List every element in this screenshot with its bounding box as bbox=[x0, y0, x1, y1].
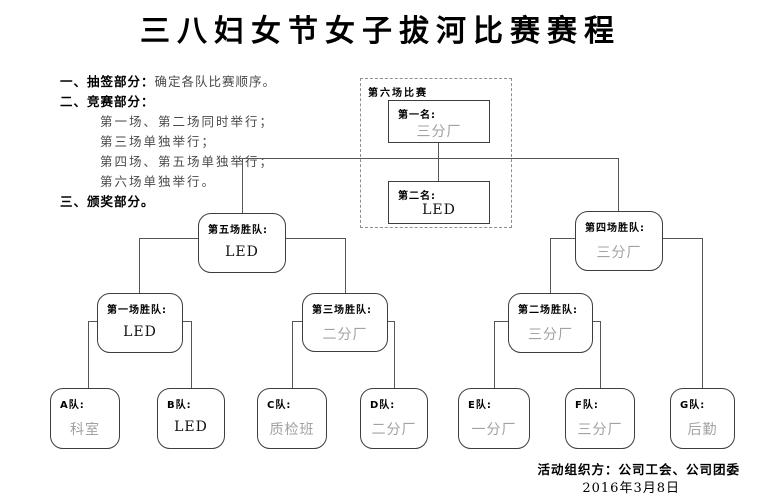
connector-match1-right bbox=[182, 321, 191, 322]
team-b-label: B队: bbox=[167, 400, 192, 411]
instructions: 一、抽签部分：确定各队比赛顺序。 二、竞赛部分： 第一场、第二场同时举行； 第三… bbox=[60, 72, 360, 212]
first-place-value: 三分厂 bbox=[416, 124, 462, 140]
match2-winner-label: 第二场胜队: bbox=[518, 305, 578, 316]
team-box-e: E队: 一分厂 bbox=[458, 388, 530, 449]
team-box-f: F队: 三分厂 bbox=[565, 388, 635, 449]
organizer-value: 公司工会、公司团委 bbox=[618, 462, 740, 477]
instruction-subline-4: 第六场单独举行。 bbox=[100, 174, 217, 189]
instruction-item-2: 二、竞赛部分： bbox=[60, 92, 360, 112]
match4-winner-box: 第四场胜队: 三分厂 bbox=[575, 211, 663, 271]
team-c-value: 质检班 bbox=[269, 422, 315, 438]
second-place-label: 第二名: bbox=[398, 191, 436, 202]
team-c-label: C队: bbox=[267, 400, 292, 411]
instruction-item-2-label: 二、竞赛部分： bbox=[60, 94, 155, 109]
team-a-label: A队: bbox=[60, 400, 85, 411]
team-box-d: D队: 二分厂 bbox=[360, 388, 428, 449]
instruction-item-3-label: 三、颁奖部分。 bbox=[60, 194, 155, 209]
connector-match5-right bbox=[285, 238, 345, 239]
page-title: 三八妇女节女子拔河比赛赛程 bbox=[140, 14, 621, 49]
connector-match4-to-team-g bbox=[702, 238, 703, 388]
team-d-value: 二分厂 bbox=[371, 422, 417, 438]
connector-match1-left-drop bbox=[88, 321, 89, 388]
connector-match2-left bbox=[494, 321, 509, 322]
match4-winner-label: 第四场胜队: bbox=[585, 223, 645, 234]
connector-match5-left bbox=[139, 238, 199, 239]
instruction-subline-3: 第四场、第五场单独举行； bbox=[100, 154, 275, 169]
connector-match4-right bbox=[662, 238, 702, 239]
event-date: 2016年3月8日 bbox=[582, 481, 680, 496]
instruction-item-3: 三、颁奖部分。 bbox=[60, 192, 360, 212]
match2-winner-box: 第二场胜队: 三分厂 bbox=[508, 293, 593, 353]
match3-winner-box: 第三场胜队: 二分厂 bbox=[302, 293, 388, 352]
first-place-label: 第一名: bbox=[398, 110, 436, 121]
match3-winner-label: 第三场胜队: bbox=[312, 305, 372, 316]
connector-match3-right-drop bbox=[394, 321, 395, 388]
team-g-label: G队: bbox=[680, 400, 706, 411]
team-box-c: C队: 质检班 bbox=[257, 388, 327, 449]
team-d-label: D队: bbox=[370, 400, 396, 411]
final-match-container bbox=[360, 78, 512, 228]
connector-match5-right-drop bbox=[345, 238, 346, 293]
connector-match4-left bbox=[550, 238, 576, 239]
team-box-g: G队: 后勤 bbox=[670, 388, 735, 449]
match2-winner-value: 三分厂 bbox=[528, 327, 573, 343]
connector-match1-right-drop bbox=[191, 321, 192, 388]
organizer-label: 活动组织方： bbox=[537, 462, 619, 477]
connector-match2-right-drop bbox=[600, 321, 601, 388]
instruction-subline-2: 第三场单独举行； bbox=[100, 134, 217, 149]
organizer-line: 活动组织方：公司工会、公司团委 bbox=[500, 459, 740, 478]
instruction-item-1-label: 一、抽签部分： bbox=[60, 74, 155, 89]
instruction-item-1: 一、抽签部分：确定各队比赛顺序。 bbox=[60, 72, 360, 92]
team-e-label: E队: bbox=[468, 400, 492, 411]
match1-winner-label: 第一场胜队: bbox=[107, 305, 167, 316]
connector-match5-left-drop bbox=[139, 238, 140, 293]
connector-match2-right bbox=[592, 321, 600, 322]
connector-first-second-place bbox=[438, 143, 439, 181]
connector-match3-right bbox=[387, 321, 394, 322]
connector-final-right-drop bbox=[618, 158, 619, 211]
second-place-box: 第二名: LED bbox=[388, 181, 490, 224]
team-g-value: 后勤 bbox=[687, 422, 718, 438]
first-place-box: 第一名: 三分厂 bbox=[388, 100, 490, 143]
team-a-value: 科室 bbox=[70, 422, 100, 438]
connector-match1-left bbox=[88, 321, 98, 322]
match5-winner-value: LED bbox=[225, 244, 259, 260]
connector-match3-left bbox=[292, 321, 303, 322]
team-box-a: A队: 科室 bbox=[50, 388, 120, 449]
match5-winner-label: 第五场胜队: bbox=[208, 225, 268, 236]
final-match-label: 第六场比赛 bbox=[366, 84, 430, 99]
connector-match3-left-drop bbox=[292, 321, 293, 388]
connector-match2-left-drop bbox=[494, 321, 495, 388]
match1-winner-box: 第一场胜队: LED bbox=[97, 293, 183, 353]
connector-final-left-drop bbox=[242, 158, 243, 213]
team-f-value: 三分厂 bbox=[577, 422, 623, 438]
team-f-label: F队: bbox=[575, 400, 599, 411]
team-e-value: 一分厂 bbox=[471, 422, 517, 438]
match3-winner-value: 二分厂 bbox=[322, 327, 368, 343]
team-box-b: B队: LED bbox=[157, 388, 225, 449]
second-place-value: LED bbox=[422, 202, 456, 218]
connector-match4-left-drop bbox=[550, 238, 551, 293]
match5-winner-box: 第五场胜队: LED bbox=[198, 213, 286, 273]
team-b-value: LED bbox=[174, 419, 208, 435]
match1-winner-value: LED bbox=[123, 324, 157, 340]
instruction-subline-1: 第一场、第二场同时举行； bbox=[100, 114, 275, 129]
instruction-item-1-text: 确定各队比赛顺序。 bbox=[154, 74, 277, 89]
match4-winner-value: 三分厂 bbox=[596, 245, 642, 261]
connector-final-horizontal bbox=[242, 158, 619, 159]
